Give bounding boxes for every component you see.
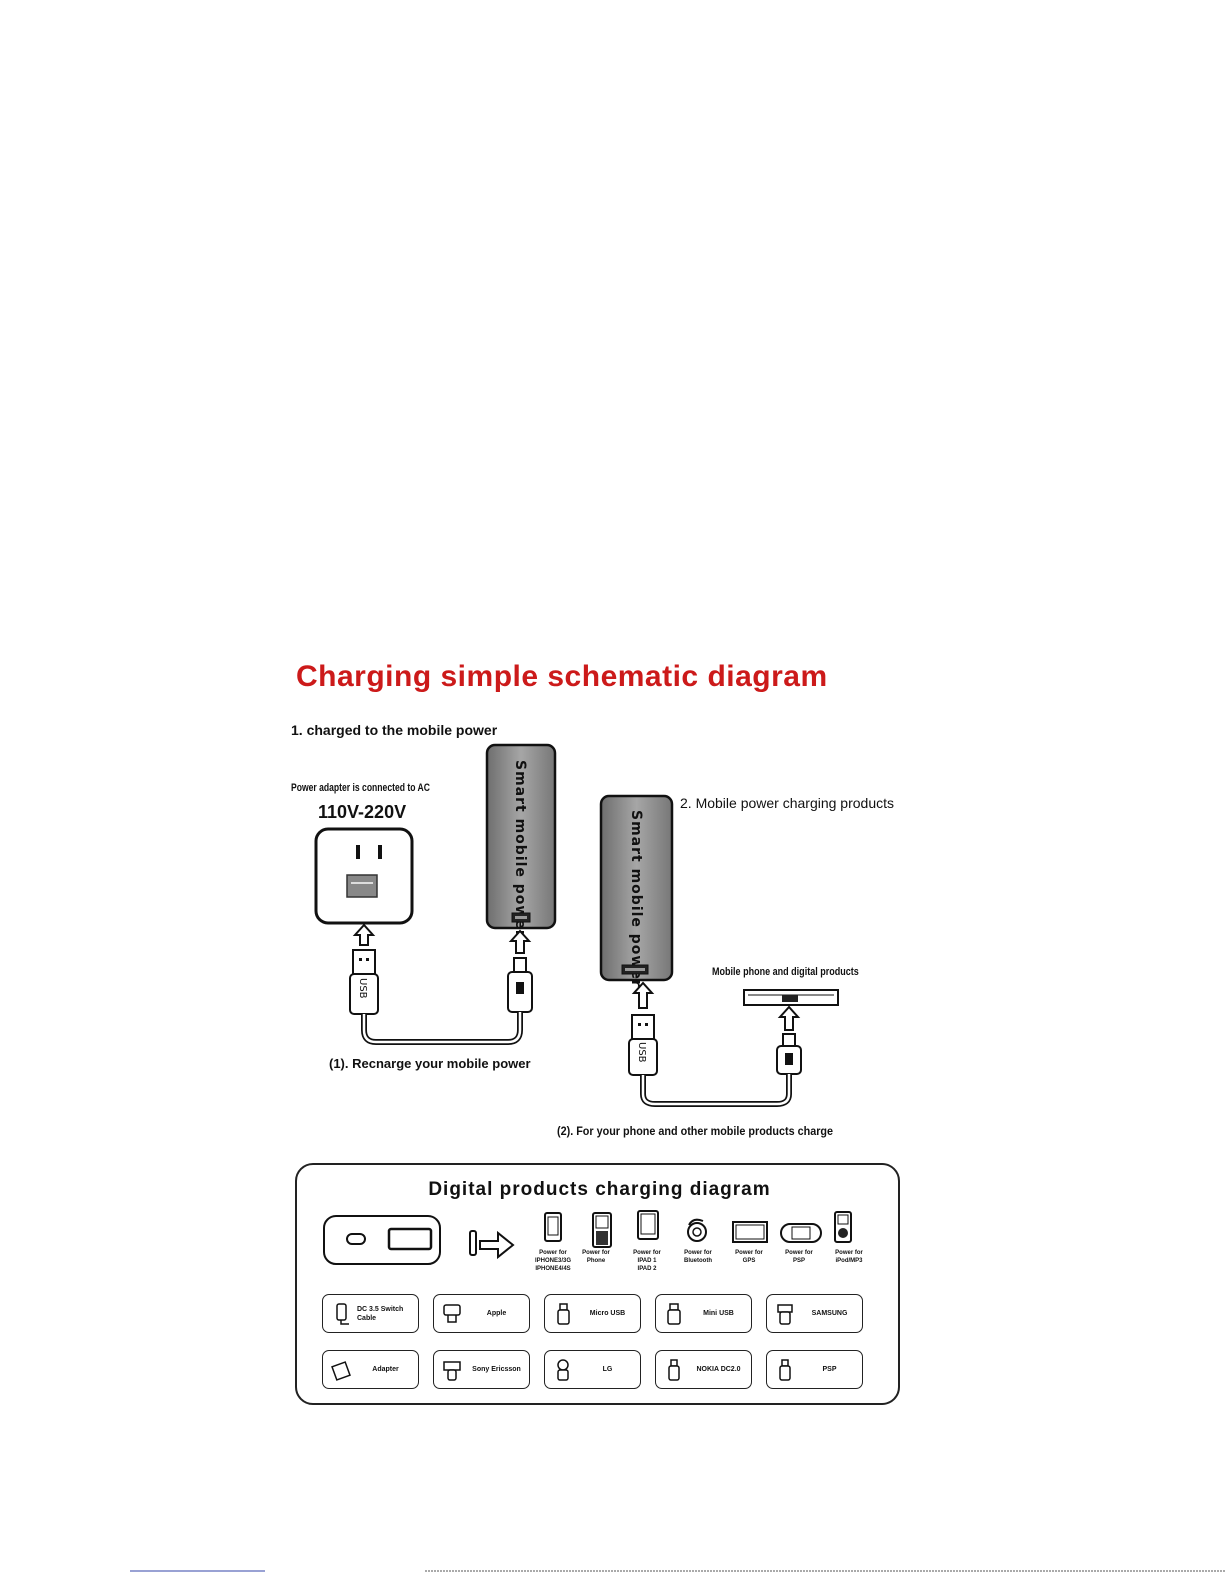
micro-usb-plug-icon [507, 957, 533, 1013]
device-label-line: Phone [586, 1258, 606, 1264]
micro-usb-icon [557, 1303, 570, 1325]
powerbank-face-icon [323, 1215, 515, 1265]
devices-note: Mobile phone and digital products [712, 966, 859, 978]
connector-apple-connector: Apple [433, 1294, 530, 1333]
device-label-line: Power for [835, 1250, 863, 1256]
ipad-icon [637, 1210, 659, 1240]
connector-label: LG [602, 1366, 613, 1373]
dc-cable-icon [336, 1303, 349, 1325]
powerbank-2-label: Smart mobile power [628, 810, 644, 988]
connector-label: Micro USB [589, 1310, 626, 1317]
device-label-line: IPAD 1 [637, 1258, 657, 1264]
device-label-line: Power for [582, 1250, 610, 1256]
device-label-line: Power for [735, 1250, 763, 1256]
adapter-icon [331, 1361, 351, 1381]
usb-plug-icon: USB [349, 949, 379, 1015]
psp-connector-icon [779, 1359, 791, 1381]
powerbank-1-label: Smart mobile power [512, 760, 528, 938]
digital-products-box: Digital products charging diagram Power … [295, 1163, 900, 1405]
device-label-line: IPHONE3/3G [534, 1258, 571, 1264]
caption-1: (1). Recnarge your mobile power [329, 1056, 531, 1071]
connector-label: DC 3.5 Switch Cable [357, 1305, 404, 1322]
powerbank-2-icon: Smart mobile power [599, 794, 674, 988]
device-label-line: Power for [785, 1250, 813, 1256]
bluetooth-headset-icon [687, 1218, 707, 1242]
usb-label-1: USB [357, 978, 368, 999]
connector-samsung-connector: SAMSUNG [766, 1294, 863, 1333]
device-label-ipod: Power for iPod/MP3 [829, 1249, 869, 1265]
connector-adapter: Adapter [322, 1350, 419, 1389]
connector-label: Mini USB [703, 1310, 734, 1317]
connector-micro-usb: Micro USB [544, 1294, 641, 1333]
step-2-heading: 2. Mobile power charging products [680, 795, 895, 811]
cable-2 [640, 1074, 792, 1107]
usb-plug-icon: USB [628, 1014, 658, 1076]
connector-label: SAMSUNG [811, 1310, 848, 1317]
connector-label: Apple [486, 1310, 507, 1317]
psp-icon [780, 1223, 822, 1243]
device-label-line: PSP [792, 1258, 805, 1264]
nokia-connector-icon [668, 1359, 680, 1381]
connector-label: PSP [822, 1366, 837, 1373]
connector-psp-connector: PSP [766, 1350, 863, 1389]
device-label-line: Power for [539, 1250, 567, 1256]
sony-ericsson-connector-icon [443, 1361, 461, 1381]
device-icons-row [544, 1210, 852, 1248]
device-label-line: Power for [684, 1250, 712, 1256]
caption-2: (2). For your phone and other mobile pro… [557, 1124, 834, 1138]
samsung-connector-icon [777, 1304, 793, 1325]
connector-sony-ericsson-connector: Sony Ericsson [433, 1350, 530, 1389]
device-label-line: IPAD 2 [637, 1266, 657, 1272]
connector-mini-usb: Mini USB [655, 1294, 752, 1333]
digital-products-title: Digital products charging diagram [428, 1179, 771, 1200]
voltage-label: 110V-220V [318, 802, 407, 822]
up-arrow-icon [777, 1005, 801, 1031]
usb-label-2: USB [636, 1042, 647, 1063]
connector-dc-cable: DC 3.5 Switch Cable [322, 1294, 419, 1333]
gps-icon [732, 1221, 768, 1243]
device-label-line: Power for [633, 1250, 661, 1256]
powerbank-1-icon: Smart mobile power [485, 743, 557, 938]
up-arrow-icon [352, 923, 376, 946]
micro-usb-plug-icon [776, 1033, 802, 1075]
page-title: Charging simple schematic diagram [296, 660, 828, 693]
digital-device-icon [743, 989, 839, 1006]
connector-label: Adapter [372, 1366, 399, 1373]
apple-connector-icon [443, 1304, 461, 1323]
ipod-icon [834, 1211, 852, 1243]
cable-1 [361, 1012, 523, 1045]
adapter-note: Power adapter is connected to AC [291, 782, 430, 794]
iphone-icon [544, 1212, 562, 1242]
mini-usb-icon [667, 1303, 681, 1325]
connector-nokia-connector: NOKIA DC2.0 [655, 1350, 752, 1389]
connector-label: NOKIA DC2.0 [696, 1366, 741, 1373]
device-label-line: Bluetooth [684, 1258, 712, 1264]
device-label-line: GPS [742, 1258, 756, 1264]
step-1-heading: 1. charged to the mobile power [291, 722, 498, 738]
up-arrow-icon [631, 981, 655, 1009]
phone-icon [592, 1212, 612, 1248]
device-label-line: iPod/MP3 [835, 1258, 863, 1264]
device-label-line: IPHONE4/4S [535, 1266, 571, 1272]
connector-label: Sony Ericsson [472, 1366, 521, 1373]
connector-lg-connector: LG [544, 1350, 641, 1389]
wall-adapter-icon [314, 827, 414, 925]
up-arrow-icon [508, 929, 532, 954]
lg-connector-icon [557, 1359, 569, 1381]
